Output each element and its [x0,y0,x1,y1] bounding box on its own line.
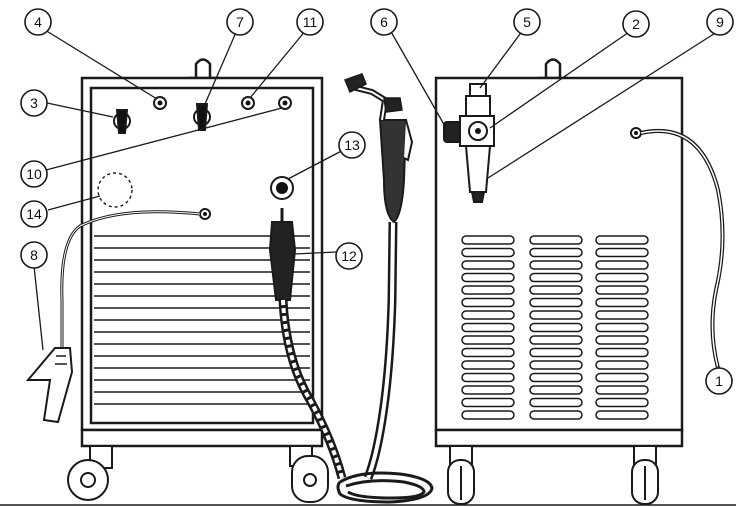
louvre-slot [595,322,649,333]
coiled-hoses [336,471,434,504]
louvre-slot [461,322,515,333]
louvre-slot [461,397,515,408]
louvre-slot [529,360,583,370]
louvre-slot [595,372,649,383]
callout-9: 9 [706,8,734,36]
callout-label: 10 [26,166,42,182]
louvre-slot [595,410,649,420]
louvre-slot [595,272,649,283]
louvre-slot [529,247,583,258]
louvre-slot [529,372,583,383]
callout-1: 1 [705,367,733,395]
callout-label: 6 [380,14,388,30]
louvre-slot [461,385,515,395]
louvre-slot [529,297,583,308]
louvre-slot [529,260,583,270]
callout-14: 14 [20,200,48,228]
louvre-slot [529,285,583,295]
callout-label: 13 [344,137,360,153]
louvre-slot [529,410,583,420]
louvre-slot [595,397,649,408]
right-louvres [461,235,649,420]
louvre-slot [461,310,515,320]
louvre-slot [461,410,515,420]
callout-label: 9 [716,14,724,30]
louvre-slot [461,360,515,370]
louvre-slot [529,272,583,283]
louvre-slot [595,360,649,370]
rotary-switch-3 [113,109,131,134]
louvre-slot [595,285,649,295]
callout-label: 3 [30,95,38,111]
left-controls [97,96,292,220]
louvre-slot [461,347,515,358]
callout-4: 4 [24,8,52,36]
louvre-slot [529,347,583,358]
callout-2: 2 [622,10,650,38]
filter-bowl-9 [464,145,492,193]
louvre-slot [461,272,515,283]
louvre-slot [461,235,515,245]
louvre-slot [595,247,649,258]
louvre-slot [461,260,515,270]
louvre-slot [595,310,649,320]
callout-13: 13 [338,131,366,159]
torch-assembly [344,73,414,480]
left-wheels [67,445,329,503]
callout-label: 7 [236,14,244,30]
callout-8: 8 [20,241,48,269]
callout-3: 3 [20,89,48,117]
louvre-slot [461,247,515,258]
callout-label: 5 [523,14,531,30]
callout-label: 12 [341,248,357,264]
gas-regulator [443,83,495,203]
callout-label: 11 [303,14,318,30]
rotary-switch-7 [193,103,211,131]
louvre-slot [529,335,583,345]
callout-label: 14 [26,206,42,222]
callout-5: 5 [513,8,541,36]
callout-label: 4 [34,14,42,30]
callout-12: 12 [335,242,363,270]
louvre-slot [529,322,583,333]
callout-7: 7 [226,8,254,36]
gas-hose [630,127,725,369]
callout-10: 10 [20,160,48,188]
louvre-slot [461,335,515,345]
leader-lines [33,29,721,371]
louvre-slot [461,372,515,383]
callout-11: 11 [296,8,324,36]
louvre-slot [595,297,649,308]
louvre-slot [529,235,583,245]
callout-label: 2 [632,16,640,32]
callout-6: 6 [370,8,398,36]
hidden-fitting-14 [97,172,133,208]
louvre-slot [529,385,583,395]
louvre-slot [529,397,583,408]
louvre-slot [595,335,649,345]
louvre-slot [595,260,649,270]
earth-clamp [25,210,201,424]
louvre-slot [461,297,515,308]
louvre-slot [595,385,649,395]
louvre-slot [595,347,649,358]
right-wheels [447,445,659,505]
callout-label: 8 [30,247,38,263]
louvre-slot [529,310,583,320]
louvre-slot [461,285,515,295]
callout-label: 1 [715,373,723,389]
cable-connector [268,176,347,480]
louvre-slot [595,235,649,245]
